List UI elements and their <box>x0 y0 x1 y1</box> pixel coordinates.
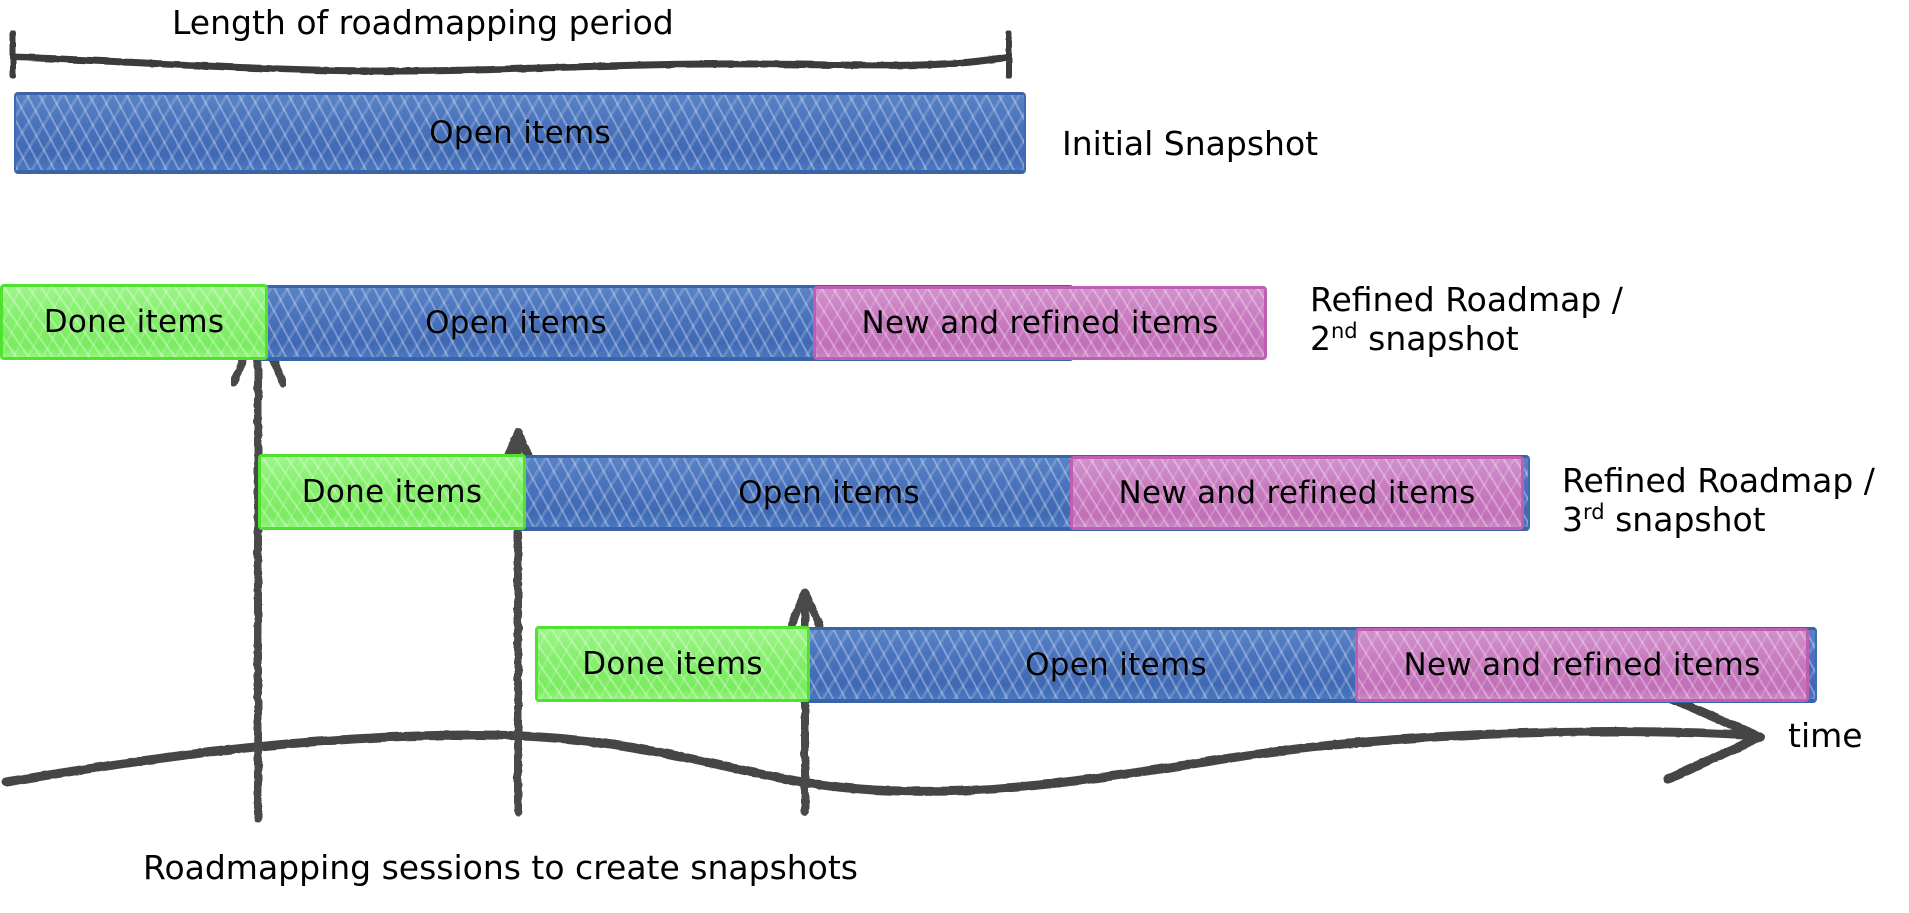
row-4-segment-open-label: Open items <box>1025 646 1207 683</box>
session-marker-1 <box>230 318 287 822</box>
row-2-segment-new[interactable]: New and refined items <box>813 286 1267 360</box>
row-2-segment-open-label: Open items <box>425 304 607 341</box>
row-4-segment-done[interactable]: Done items <box>535 626 810 702</box>
row-3-segment-done-label: Done items <box>301 474 483 510</box>
row-2-side-label-line2: 2nd snapshot <box>1310 318 1623 359</box>
row-1-segment-open[interactable]: Open items <box>14 92 1026 174</box>
row-2-segment-done-label: Done items <box>43 304 225 340</box>
row-3-side-label: Refined Roadmap / 3rd snapshot <box>1562 461 1875 540</box>
row-3-segment-new[interactable]: New and refined items <box>1070 456 1524 530</box>
row-3-ordinal: 3 <box>1562 499 1583 539</box>
row-2-side-label: Refined Roadmap / 2nd snapshot <box>1310 280 1623 359</box>
row-4-segment-done-label: Done items <box>582 646 763 682</box>
row-2-side-label-line1: Refined Roadmap / <box>1310 280 1623 319</box>
row-3-segment-new-label: New and refined items <box>1118 475 1476 511</box>
row-2-ordinal: 2 <box>1310 318 1331 358</box>
bottom-caption: Roadmapping sessions to create snapshots <box>143 848 858 887</box>
roadmapping-period-label: Length of roadmapping period <box>172 3 674 42</box>
row-4-segment-new[interactable]: New and refined items <box>1355 628 1809 702</box>
row-3-side-label-line1: Refined Roadmap / <box>1562 461 1875 500</box>
row-2-ordinal-suffix: nd <box>1331 318 1358 343</box>
time-axis-label: time <box>1788 716 1863 755</box>
row-3-side-label-word: snapshot <box>1615 499 1766 539</box>
row-3-ordinal-suffix: rd <box>1583 499 1605 524</box>
row-1-side-label: Initial Snapshot <box>1062 124 1319 163</box>
row-3-segment-done[interactable]: Done items <box>258 454 526 530</box>
row-2-segment-done[interactable]: Done items <box>0 284 268 360</box>
row-3-side-label-line2: 3rd snapshot <box>1562 499 1875 540</box>
row-3-segment-open-label: Open items <box>738 474 920 511</box>
row-2-side-label-word: snapshot <box>1368 318 1519 358</box>
time-axis <box>1 692 1765 796</box>
row-2-segment-new-label: New and refined items <box>861 305 1219 341</box>
row-4-segment-new-label: New and refined items <box>1403 647 1761 683</box>
row-1-segment-open-label: Open items <box>429 114 611 151</box>
